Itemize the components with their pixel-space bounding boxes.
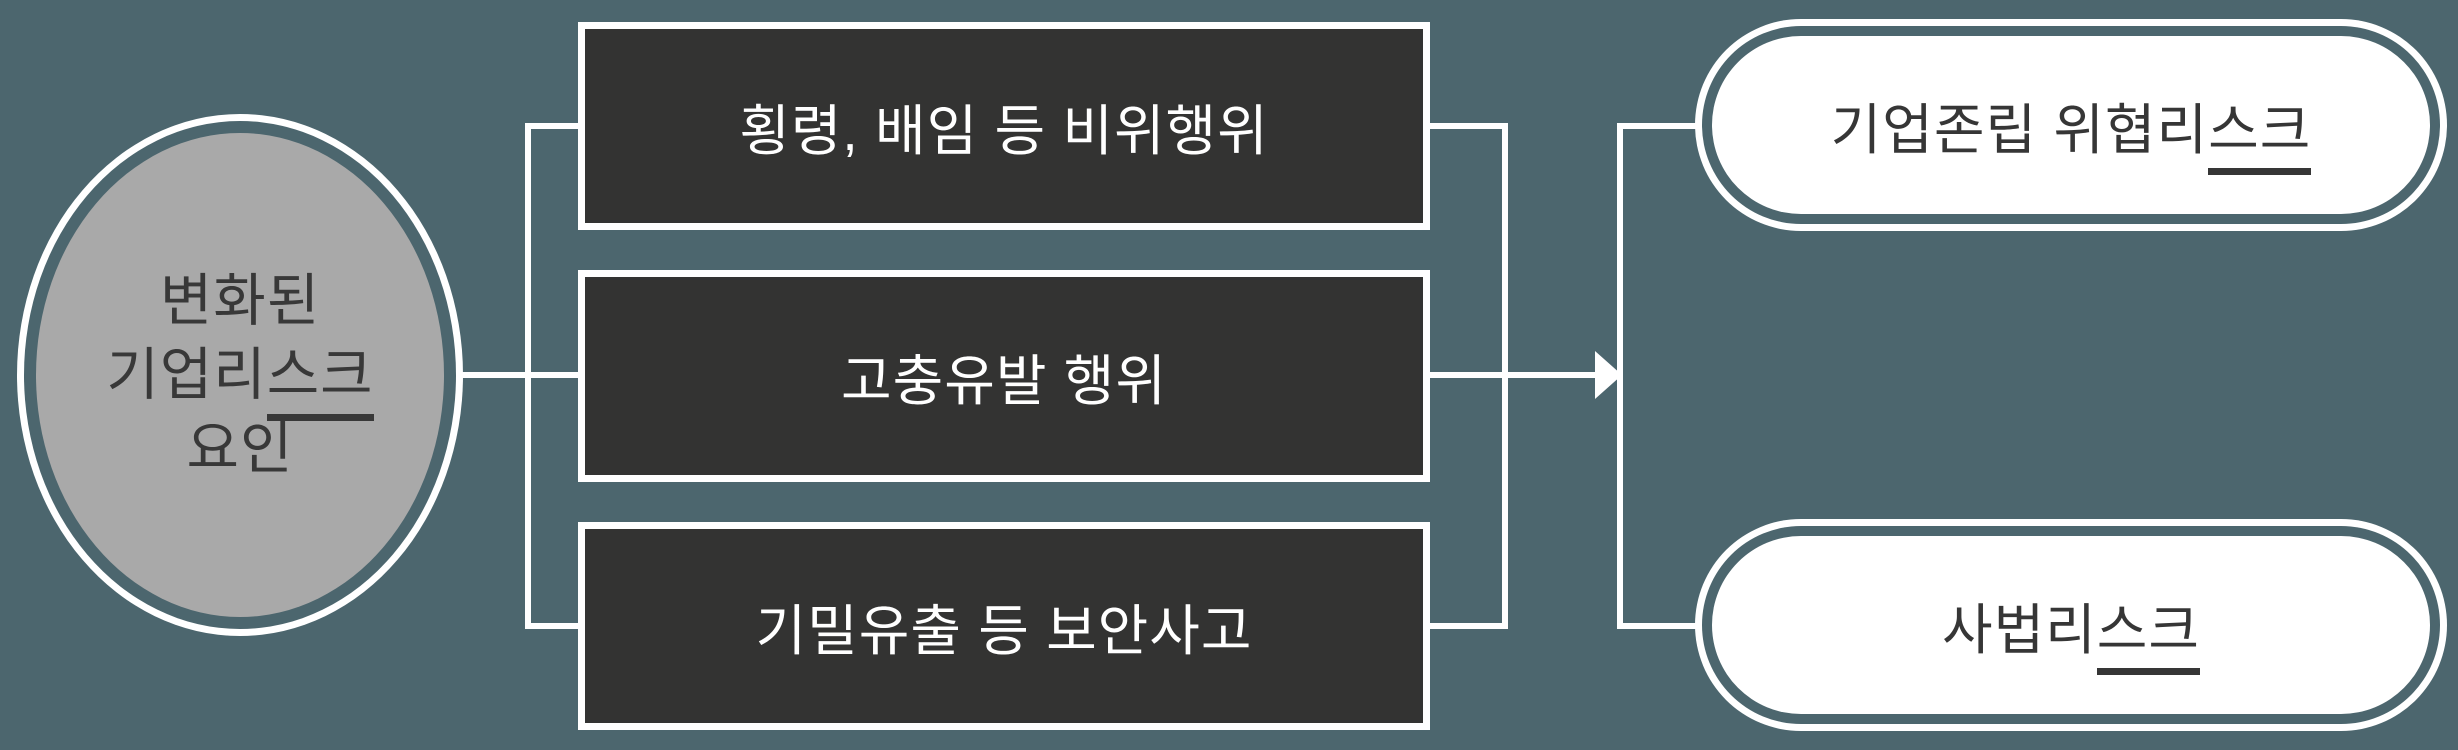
- source-node-changed-risk-factors: 변화된 기업리스크 요인: [36, 133, 444, 617]
- cause-box-label: 횡령, 배임 등 비위행위: [739, 100, 1269, 162]
- cause-box-label: 고충유발 행위: [841, 350, 1167, 412]
- outcome-pill-label: 사법리스크: [1942, 585, 2200, 675]
- outcome-pill-label: 기업존립 위협리스크: [1831, 85, 2312, 175]
- source-label-line1: 변화된: [159, 269, 321, 333]
- cause-box-grievance: 고충유발 행위: [578, 270, 1430, 482]
- outcome-pill-judicial-risk: 사법리스크: [1712, 536, 2430, 714]
- outcome-pill-existential-risk: 기업존립 위협리스크: [1712, 36, 2430, 214]
- underlined-word-part: 스크: [2096, 599, 2200, 675]
- underlined-word-part: 스크: [2208, 99, 2312, 175]
- cause-box-security-incident: 기밀유출 등 보안사고: [578, 522, 1430, 730]
- cause-box-misconduct: 횡령, 배임 등 비위행위: [578, 22, 1430, 230]
- right-arrow-icon: [1595, 351, 1622, 399]
- source-label-line2: 기업리스크: [106, 338, 374, 421]
- source-label-line3: 요인: [186, 417, 294, 481]
- underlined-word-part: 스크: [266, 343, 374, 421]
- cause-box-label: 기밀유출 등 보안사고: [755, 600, 1253, 662]
